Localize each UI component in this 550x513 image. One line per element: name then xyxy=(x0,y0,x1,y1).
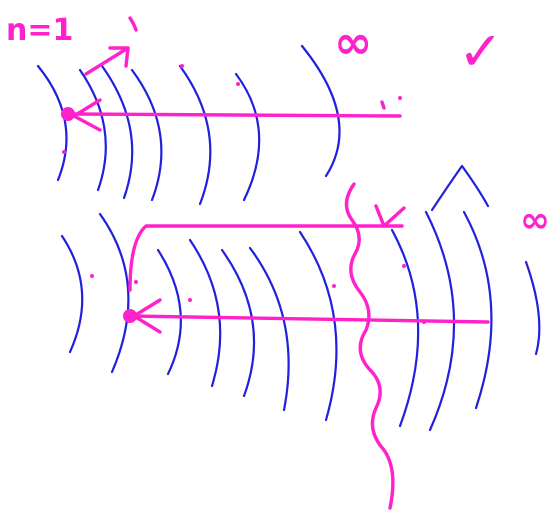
bottom-bracket-ray xyxy=(128,204,406,292)
top-small-arrow-shaft xyxy=(84,46,130,76)
bottom-wavefront-6 xyxy=(248,246,290,412)
bottom-wavefront-11 xyxy=(462,210,493,410)
top-diagram: n=1 ∞ ✓ xyxy=(6,13,503,206)
top-dot-1 xyxy=(180,64,184,68)
top-dot-4 xyxy=(62,150,66,154)
bottom-arrow-shaft xyxy=(128,314,490,324)
bottom-wavefronts xyxy=(60,164,541,432)
bottom-wavefront-5 xyxy=(220,248,256,398)
bottom-arrow xyxy=(123,298,490,334)
top-source-point xyxy=(61,107,75,121)
bottom-wavefront-12 xyxy=(524,260,541,356)
label-top-check: ✓ xyxy=(458,20,503,83)
top-dot-mark xyxy=(380,100,386,110)
top-wavefront-4 xyxy=(130,68,163,202)
top-dots xyxy=(62,64,402,154)
top-wavefront-1 xyxy=(36,64,68,182)
bottom-dot-2 xyxy=(188,298,192,302)
top-wavefront-2 xyxy=(78,68,107,192)
bottom-wavefront-1 xyxy=(60,234,84,354)
top-dot-3 xyxy=(398,96,402,100)
bottom-wavefront-10 xyxy=(430,164,490,212)
bottom-diagram: ∞ xyxy=(60,164,550,510)
bottom-bracket-head xyxy=(374,204,406,228)
bottom-dot-3 xyxy=(332,284,336,288)
top-small-arrow-head xyxy=(108,46,130,68)
bottom-wavefront-9 xyxy=(424,210,456,432)
bottom-dot-5 xyxy=(422,320,426,324)
top-wavefront-3 xyxy=(100,64,134,200)
label-bottom-infinity: ∞ xyxy=(520,200,550,241)
bottom-wavefront-3 xyxy=(156,248,182,376)
bottom-dot-1 xyxy=(90,274,94,278)
bottom-dot-6 xyxy=(134,280,138,284)
top-arrow-shaft xyxy=(68,112,402,118)
top-small-tick xyxy=(128,16,138,32)
top-arrow xyxy=(61,98,402,132)
bottom-wavefront-8 xyxy=(390,228,420,428)
bottom-wavy-boundary xyxy=(344,182,395,510)
bottom-dots xyxy=(90,264,426,324)
bottom-source-point xyxy=(123,309,137,323)
label-n-equals-1: n=1 xyxy=(6,13,73,48)
bottom-bracket-line xyxy=(128,224,404,292)
bottom-wavefront-4 xyxy=(188,238,222,388)
top-dot-2 xyxy=(236,82,240,86)
bottom-wavefront-2 xyxy=(98,212,130,374)
label-top-infinity: ∞ xyxy=(334,15,372,69)
bottom-dot-4 xyxy=(402,264,406,268)
top-wavefront-5 xyxy=(178,64,212,206)
bottom-wavefront-7 xyxy=(298,230,338,422)
top-wavefronts xyxy=(36,44,341,206)
top-small-arrow xyxy=(84,16,138,76)
top-wavefront-6 xyxy=(234,72,261,202)
